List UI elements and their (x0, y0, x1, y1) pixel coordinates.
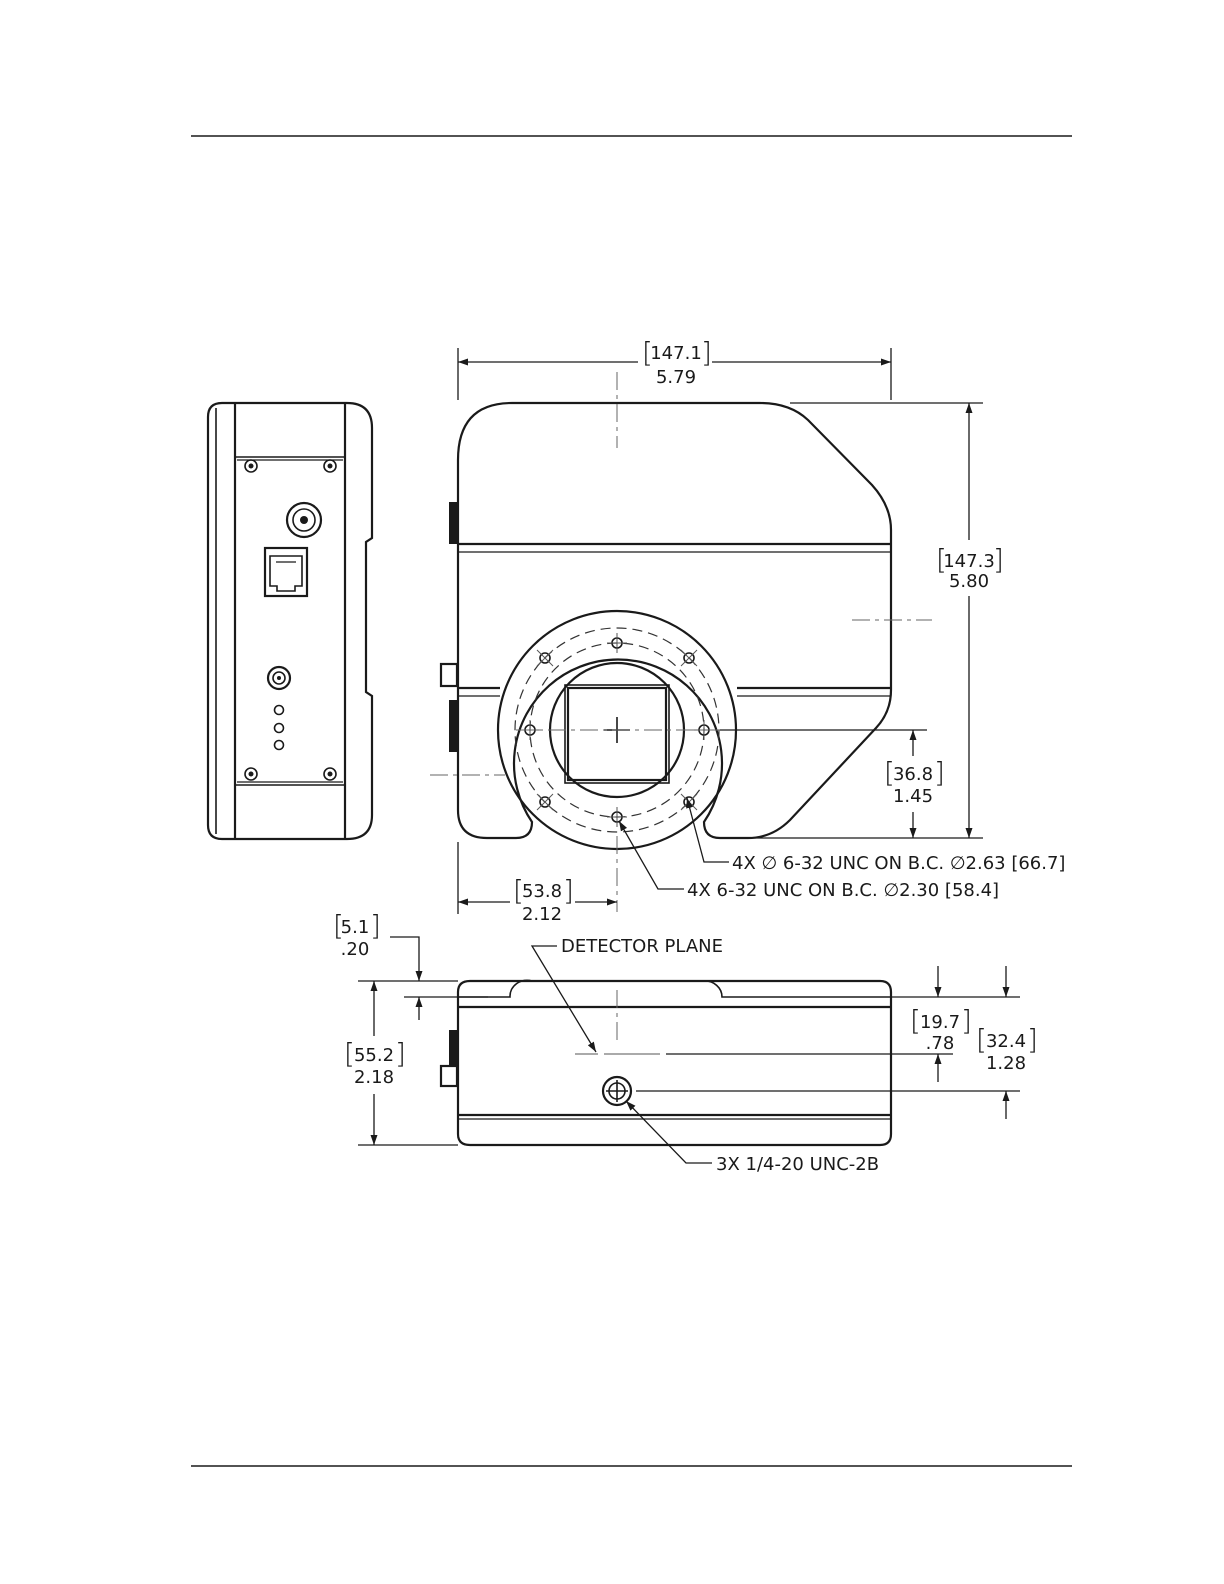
dim-lip-mm: 5.1 (341, 917, 370, 938)
dim-center-height-mm: 36.8 (893, 764, 933, 785)
svg-text:]: ] (563, 874, 574, 907)
bnc-connector (287, 503, 321, 537)
front-view (430, 372, 932, 912)
ethernet-port (265, 548, 307, 596)
svg-text:]: ] (701, 336, 712, 369)
callout-mounting-holes: 3X 1/4-20 UNC-2B (716, 1154, 879, 1175)
dim-center-offset-in: 2.12 (522, 904, 562, 925)
mounting-hole (603, 1077, 631, 1105)
svg-text:]: ] (993, 543, 1004, 576)
dim-center-offset-mm: 53.8 (522, 881, 562, 902)
dim-mount-hole-mm: 32.4 (986, 1031, 1026, 1052)
dim-height-mm: 147.3 (943, 551, 995, 572)
bottom-dimensions: [ 55.2 ] 2.18 [ 5.1 ] .20 [ 19.7 ] .78 [… (333, 909, 1038, 1175)
callout-detector-plane: DETECTOR PLANE (561, 936, 723, 957)
svg-text:]: ] (1027, 1023, 1038, 1056)
dim-detector-plane-in: .78 (926, 1033, 955, 1054)
dim-mount-hole-in: 1.28 (986, 1053, 1026, 1074)
dim-top-width-in: 5.79 (656, 367, 696, 388)
callout-inner-bolt-circle: 4X 6-32 UNC ON B.C. ∅2.30 [58.4] (687, 880, 999, 901)
svg-text:]: ] (395, 1037, 406, 1070)
dim-center-height-in: 1.45 (893, 786, 933, 807)
dim-detector-plane-mm: 19.7 (920, 1012, 960, 1033)
svg-text:]: ] (961, 1004, 972, 1037)
dim-depth-mm: 55.2 (354, 1045, 394, 1066)
dim-depth-in: 2.18 (354, 1067, 394, 1088)
sma-connector (268, 667, 290, 689)
callout-outer-bolt-circle: 4X ∅ 6-32 UNC ON B.C. ∅2.63 [66.7] (732, 853, 1065, 874)
dim-top-width-mm: 147.1 (650, 343, 702, 364)
dim-lip-in: .20 (341, 939, 370, 960)
status-leds (275, 706, 284, 750)
dim-height-in: 5.80 (949, 571, 989, 592)
bottom-view (441, 980, 891, 1145)
svg-text:]: ] (934, 756, 945, 789)
side-view (208, 403, 372, 839)
svg-text:]: ] (370, 909, 381, 942)
